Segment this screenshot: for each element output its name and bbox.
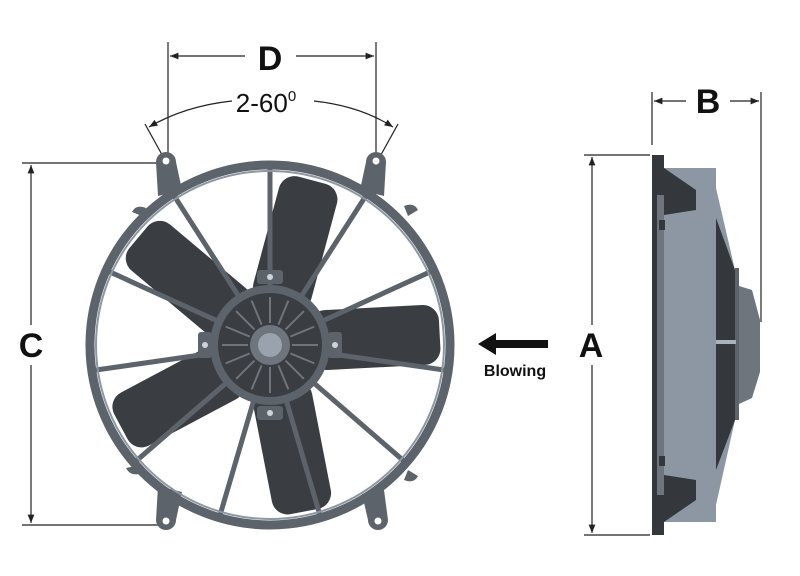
fan-spokes [93,167,447,517]
hub-rib [235,359,256,380]
hub-rib [289,325,315,338]
mounting-ear-top-right [360,152,386,196]
label-c: C [19,327,44,365]
clip-right-bottom [404,470,418,482]
hub-rib [225,352,251,365]
hub-rib [284,359,305,380]
dimension-c: C [19,162,165,526]
label-b: B [696,83,721,121]
angle-value: 2-60 [236,88,288,118]
fan-shroud-inner-ring [95,170,445,520]
blowing-label: Blowing [484,363,546,380]
dimension-b: B [651,83,762,322]
fan-spoke [133,381,228,464]
clip-right-top [404,204,418,216]
fan-spoke [171,193,241,298]
hub-screws [202,274,338,416]
hub-rib [289,352,315,365]
fan-front-view [85,152,455,530]
fan-spoke [327,350,447,373]
fan-spoke [321,268,433,324]
fan-spoke [217,399,257,517]
label-a: A [579,327,604,365]
fan-blade [125,220,251,338]
motor-hub [198,270,342,420]
arrow-left-icon [478,333,548,355]
hub-rib [225,325,251,338]
fan-spoke [283,399,323,517]
dimension-a: A [579,154,650,536]
hub-rib [277,300,290,326]
hub-rib [250,300,263,326]
fan-side-view [652,155,760,535]
angle-degree-sup: 0 [288,88,296,105]
fan-blade [112,344,245,448]
angle-annotation: 2-600 [144,88,399,163]
hub-rib [284,310,305,331]
fan-spoke [312,381,407,464]
dimension-d: D [167,40,377,158]
hub-rib [250,364,263,390]
fan-shroud-ring [85,160,455,530]
mounting-ear-top-left [156,152,182,196]
fan-spoke [93,350,213,373]
hub-rib [277,364,290,390]
svg-text:2-600: 2-600 [236,88,296,118]
fan-spoke [107,268,219,324]
fan-spoke [299,193,369,298]
label-d: D [258,40,283,78]
hub-rib [235,310,256,331]
airflow-indicator: Blowing [478,333,548,380]
